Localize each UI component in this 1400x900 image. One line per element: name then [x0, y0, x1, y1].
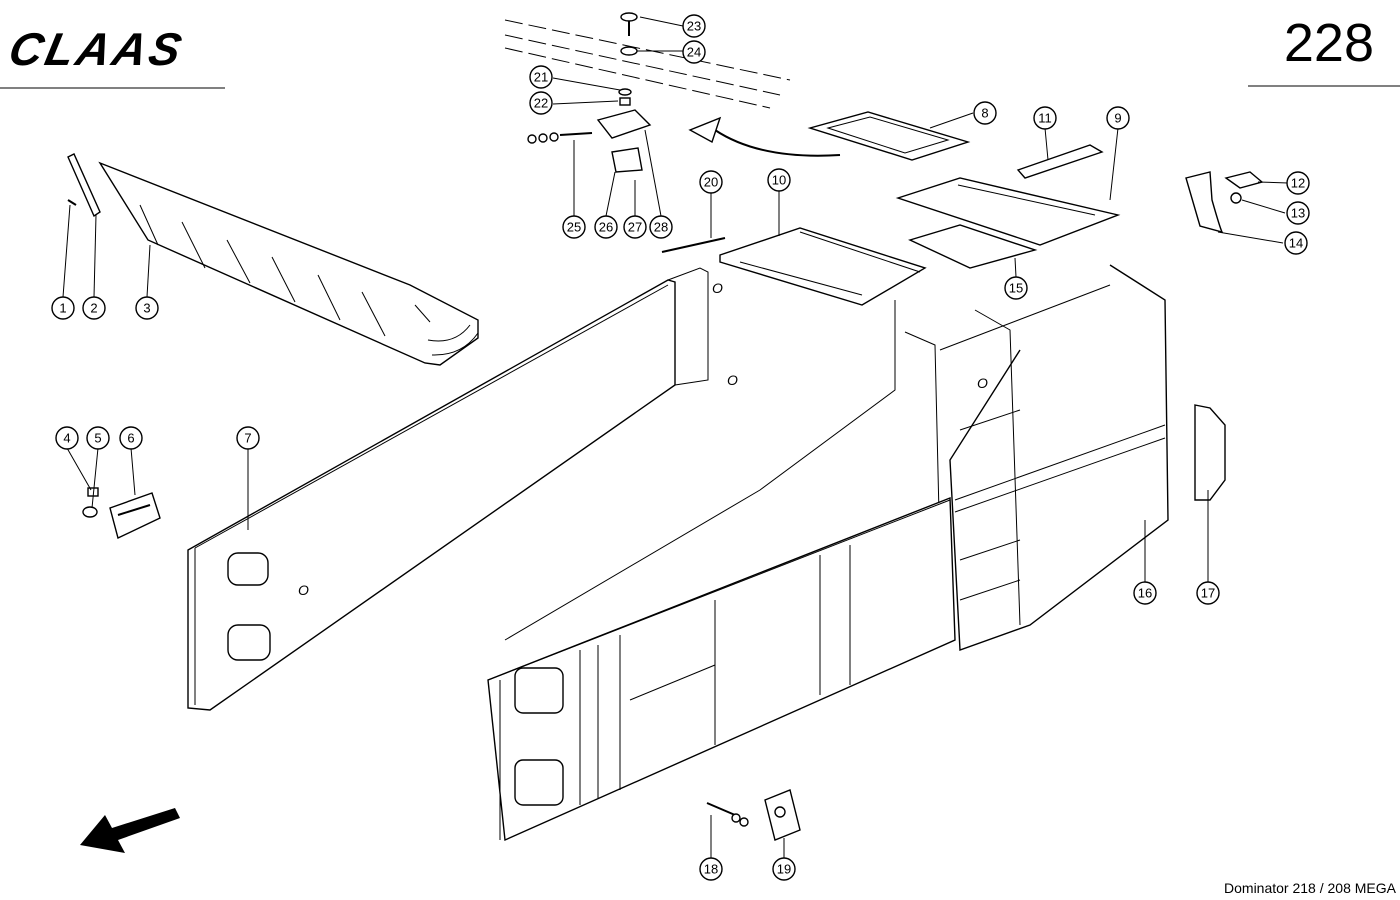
part-14-guard	[1185, 171, 1224, 234]
callout-19: 19	[772, 857, 796, 881]
svg-text:28: 28	[654, 220, 668, 235]
svg-text:22: 22	[534, 96, 548, 111]
part-8-cover	[807, 111, 971, 161]
part-23-bolt	[620, 12, 638, 36]
callout-13: 13	[1286, 201, 1310, 225]
svg-text:10: 10	[772, 173, 786, 188]
o-markings: O O O O	[298, 280, 988, 598]
svg-text:8: 8	[981, 106, 988, 121]
part-11-angle	[1016, 144, 1104, 179]
part-15-plate	[908, 224, 1038, 269]
callout-6: 6	[119, 426, 143, 450]
callout-9: 9	[1106, 106, 1130, 130]
part-12-bracket	[1224, 171, 1264, 189]
page-number: 228	[1283, 13, 1374, 73]
svg-text:16: 16	[1138, 586, 1152, 601]
main-base-frame	[487, 496, 956, 842]
callout-16: 16	[1133, 581, 1157, 605]
svg-text:27: 27	[628, 220, 642, 235]
callout-23: 23	[682, 14, 706, 38]
part-18-bolt	[706, 802, 749, 827]
part-6-cover	[109, 492, 161, 539]
svg-text:21: 21	[534, 70, 548, 85]
part-5-clip	[82, 506, 98, 518]
part-2-strip	[67, 153, 101, 218]
svg-text:23: 23	[687, 19, 701, 34]
part-20-rod	[661, 237, 726, 253]
part-24-washer	[620, 46, 638, 56]
callout-12: 12	[1286, 171, 1310, 195]
callout-22: 22	[529, 91, 553, 115]
callout-11: 11	[1033, 106, 1057, 130]
callout-20: 20	[699, 170, 723, 194]
svg-text:18: 18	[704, 862, 718, 877]
svg-text:9: 9	[1114, 111, 1121, 126]
svg-text:15: 15	[1009, 281, 1023, 296]
callout-14: 14	[1284, 231, 1308, 255]
callout-5: 5	[86, 426, 110, 450]
part-1-bolt	[67, 199, 77, 206]
svg-text:25: 25	[567, 220, 581, 235]
callout-1: 1	[51, 296, 75, 320]
svg-text:11: 11	[1038, 111, 1052, 126]
part-28-bracket	[596, 109, 652, 139]
mark-o-4: O	[298, 582, 309, 598]
callout-10: 10	[767, 168, 791, 192]
callout-24: 24	[682, 40, 706, 64]
svg-text:24: 24	[687, 45, 701, 60]
svg-text:26: 26	[599, 220, 613, 235]
svg-text:19: 19	[777, 862, 791, 877]
part-19-plate	[764, 789, 801, 841]
callout-27: 27	[623, 215, 647, 239]
mark-o-1: O	[712, 280, 723, 296]
mark-o-2: O	[727, 372, 738, 388]
callout-26: 26	[594, 215, 618, 239]
part-17-bracket	[1194, 404, 1226, 501]
direction-arrow	[80, 808, 180, 853]
svg-text:2: 2	[90, 301, 97, 316]
part-9-plate	[895, 177, 1121, 246]
part-25-bolt	[527, 132, 593, 144]
callout-25: 25	[562, 215, 586, 239]
leader-lines	[62, 16, 1289, 858]
mark-o-3: O	[977, 375, 988, 391]
svg-text:3: 3	[143, 301, 150, 316]
model-designation: Dominator 218 / 208 MEGA	[1224, 880, 1396, 896]
svg-text:20: 20	[704, 175, 718, 190]
callout-4: 4	[55, 426, 79, 450]
svg-text:17: 17	[1201, 586, 1215, 601]
part-16-frame	[904, 264, 1169, 651]
svg-text:6: 6	[127, 431, 134, 446]
reference-lines	[504, 19, 791, 109]
part-26-clamp	[611, 147, 643, 173]
part-13-nut	[1230, 192, 1242, 204]
svg-text:14: 14	[1289, 236, 1303, 251]
direction-curve-arrow	[688, 116, 841, 157]
part-10-top-plate	[719, 227, 927, 306]
callout-7: 7	[236, 426, 260, 450]
svg-text:4: 4	[63, 431, 70, 446]
svg-text:7: 7	[244, 431, 251, 446]
svg-text:5: 5	[94, 431, 101, 446]
part-21-washer	[618, 88, 632, 96]
part-22-nut	[619, 97, 631, 106]
part-3-cover-plate	[98, 161, 479, 366]
callout-28: 28	[649, 215, 673, 239]
callout-8: 8	[973, 101, 997, 125]
callout-3: 3	[135, 296, 159, 320]
callout-18: 18	[699, 857, 723, 881]
callout-21: 21	[529, 65, 553, 89]
central-frame-outline	[504, 267, 896, 641]
callout-2: 2	[82, 296, 106, 320]
svg-text:1: 1	[59, 301, 66, 316]
callout-15: 15	[1004, 276, 1028, 300]
svg-text:12: 12	[1291, 176, 1305, 191]
svg-text:13: 13	[1291, 206, 1305, 221]
callout-17: 17	[1196, 581, 1220, 605]
